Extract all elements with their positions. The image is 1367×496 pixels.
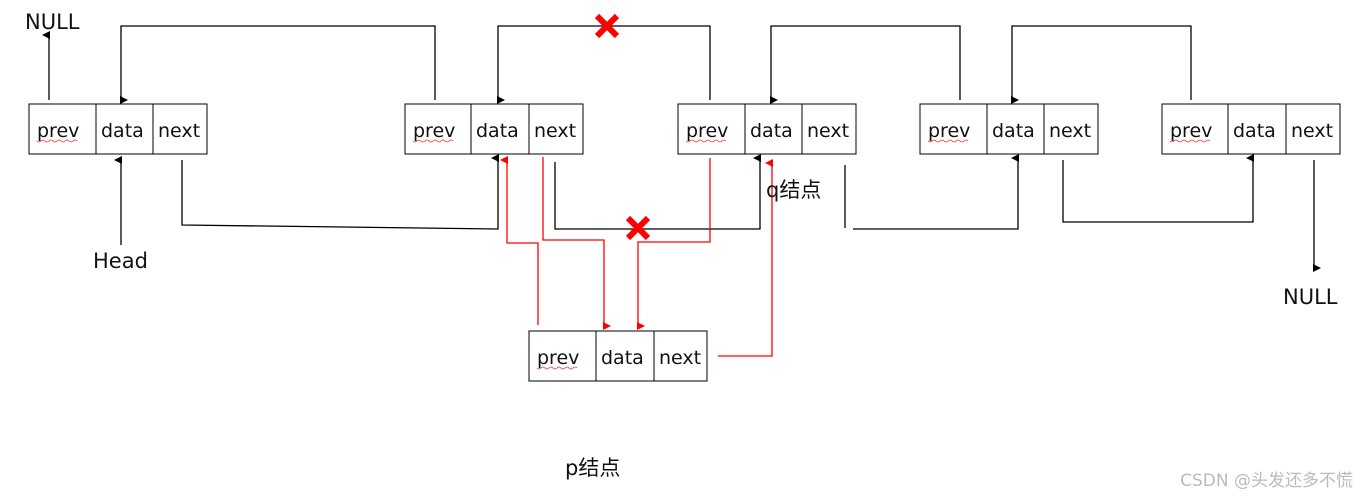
node-box — [919, 103, 1099, 155]
cross-mark-icon — [594, 13, 620, 39]
field-prev: prev — [686, 120, 728, 142]
field-next: next — [158, 120, 200, 142]
field-prev: prev — [37, 120, 79, 142]
q-node-label: q结点 — [766, 178, 822, 202]
field-next: next — [534, 120, 576, 142]
null-label-left: NULL — [25, 10, 80, 34]
spellcheck-underline — [412, 139, 454, 143]
spellcheck-underline — [927, 139, 969, 143]
next-link-3-4 — [853, 154, 1019, 230]
field-prev: prev — [1170, 120, 1212, 142]
node3-prev-to-p — [637, 158, 711, 330]
p-node-label: p结点 — [565, 456, 621, 480]
field-data: data — [101, 120, 144, 142]
next-link-4-5 — [1062, 154, 1254, 223]
field-next: next — [807, 120, 849, 142]
node-box — [677, 103, 857, 155]
prev-link-4-3 — [770, 25, 961, 104]
p-next-to-node3 — [718, 159, 773, 357]
field-data: data — [476, 120, 519, 142]
field-prev: prev — [413, 120, 455, 142]
next-link-1-2 — [181, 154, 499, 230]
spellcheck-underline — [536, 366, 578, 370]
next-link-2-3 — [554, 154, 761, 230]
head-label: Head — [93, 249, 148, 273]
cross-mark-icon — [625, 215, 651, 241]
node-1: prev data next — [28, 103, 208, 155]
field-prev: prev — [928, 120, 970, 142]
node-3: prev data next — [677, 103, 857, 155]
node2-next-to-p — [542, 157, 611, 330]
node-2: prev data next — [404, 103, 584, 155]
node-p: prev data next — [528, 330, 708, 382]
spellcheck-underline — [1169, 139, 1211, 143]
watermark: CSDN @头发还多不慌 — [1180, 471, 1353, 491]
field-data: data — [750, 120, 793, 142]
node-box — [528, 330, 708, 382]
node-box — [28, 103, 208, 155]
prev-link-2-1 — [120, 25, 436, 104]
field-data: data — [1233, 120, 1276, 142]
node-box — [1161, 103, 1341, 155]
field-next: next — [1049, 120, 1091, 142]
field-data: data — [992, 120, 1035, 142]
field-data: data — [601, 347, 644, 369]
node-4: prev data next — [919, 103, 1099, 155]
node-5: prev data next — [1161, 103, 1341, 155]
spellcheck-underline — [685, 139, 727, 143]
node-box — [404, 103, 584, 155]
field-next: next — [1291, 120, 1333, 142]
null-label-right: NULL — [1283, 285, 1338, 309]
p-prev-to-node2 — [500, 156, 539, 325]
spellcheck-underline — [36, 139, 78, 143]
prev-link-5-4 — [1011, 25, 1192, 104]
prev-link-3-2 — [497, 25, 711, 104]
field-prev: prev — [537, 347, 579, 369]
field-next: next — [659, 347, 701, 369]
